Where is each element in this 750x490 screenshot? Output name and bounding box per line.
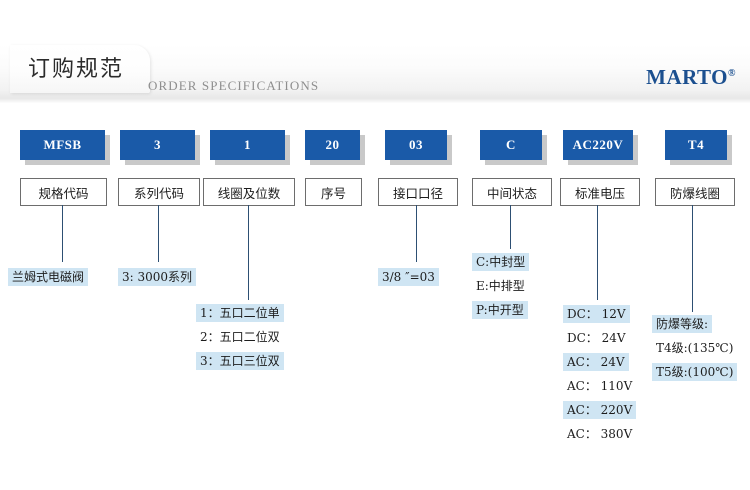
- option-value: 兰姆式电磁阀: [8, 268, 89, 286]
- code-chip[interactable]: 3: [120, 130, 195, 160]
- connector-line: [248, 205, 249, 300]
- field-label-box: 系列代码: [118, 178, 200, 206]
- option-value: AC： 380V: [567, 427, 633, 441]
- field-label-box: 规格代码: [20, 178, 107, 206]
- registered-mark-icon: ®: [728, 68, 736, 79]
- brand-name: MARTO: [646, 65, 729, 89]
- connector-line: [62, 205, 63, 262]
- option-value: E:中排型: [476, 279, 525, 293]
- connector-line: [597, 205, 598, 300]
- code-chip[interactable]: AC220V: [563, 130, 633, 160]
- page-header: 订购规范 ORDER SPECIFICATIONS MARTO®: [0, 45, 750, 103]
- option-value: AC： 220V: [563, 401, 637, 419]
- field-label-box: 中间状态: [472, 178, 552, 206]
- code-chip[interactable]: MFSB: [20, 130, 105, 160]
- code-chip[interactable]: 03: [385, 130, 447, 160]
- field-label-box: 接口口径: [378, 178, 458, 206]
- code-chip[interactable]: T4: [665, 130, 727, 160]
- field-label-box: 标准电压: [560, 178, 640, 206]
- option-value: 2：五口二位双: [200, 330, 280, 344]
- connector-line: [510, 205, 511, 249]
- option-value: 3: 3000系列: [118, 268, 197, 286]
- connector-line: [692, 205, 693, 312]
- option-value: 3/8 ″=03: [378, 268, 439, 286]
- option-value: T4级:(135℃): [656, 341, 734, 355]
- option-value: 3：五口三位双: [196, 352, 284, 370]
- connector-line: [416, 205, 417, 262]
- option-value: P:中开型: [472, 301, 528, 319]
- field-label-box: 防爆线圈: [655, 178, 735, 206]
- field-label-box: 序号: [305, 178, 362, 206]
- field-label-box: 线圈及位数: [203, 178, 295, 206]
- page-title-cn: 订购规范: [28, 57, 125, 82]
- option-value: AC： 24V: [563, 353, 629, 371]
- option-value: 防爆等级:: [652, 315, 713, 333]
- code-chip[interactable]: C: [480, 130, 542, 160]
- code-chip[interactable]: 1: [210, 130, 285, 160]
- brand-logo: MARTO®: [646, 65, 736, 90]
- option-value: DC： 24V: [567, 331, 626, 345]
- page-title-en: ORDER SPECIFICATIONS: [148, 78, 320, 93]
- option-value: T5级:(100℃): [652, 363, 738, 381]
- option-value: C:中封型: [472, 253, 530, 271]
- code-chip[interactable]: 20: [305, 130, 360, 160]
- connector-line: [158, 205, 159, 262]
- option-value: DC： 12V: [563, 305, 630, 323]
- option-value: AC： 110V: [567, 379, 633, 393]
- header-title-tab: [10, 45, 150, 93]
- option-value: 1：五口二位单: [196, 304, 284, 322]
